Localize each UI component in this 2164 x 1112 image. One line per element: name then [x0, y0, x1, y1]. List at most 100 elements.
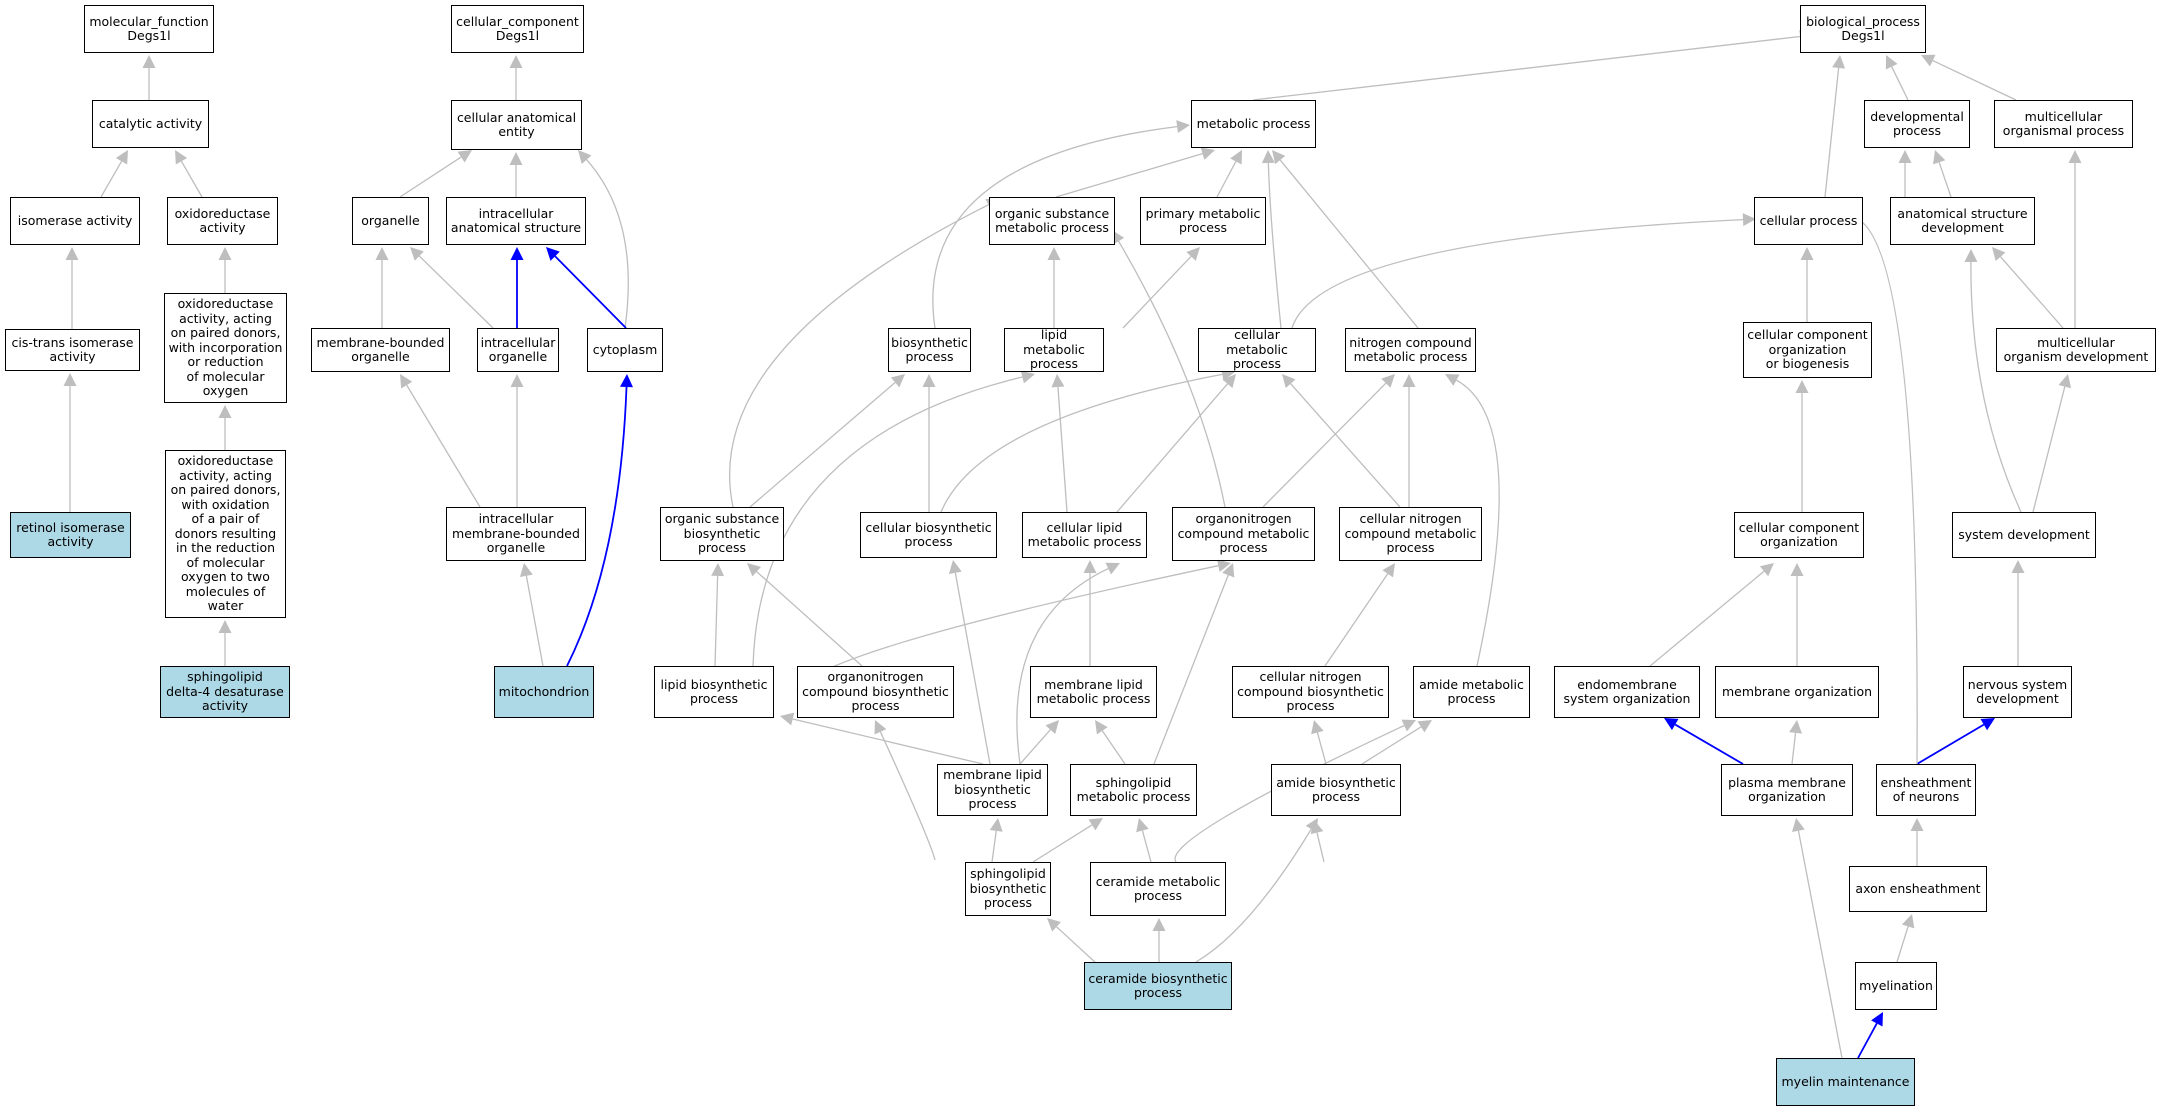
node-developmental-process[interactable]: developmental process — [1864, 100, 1970, 148]
node-axon-ensheathment[interactable]: axon ensheathment — [1849, 866, 1987, 912]
edge-line — [1056, 926, 1098, 965]
node-cellular-nitrogen-compound-metabolic-process[interactable]: cellular nitrogen compound metabolic pro… — [1339, 507, 1482, 561]
edge-arrowhead — [1186, 247, 1200, 261]
node-membrane-lipid-metabolic-process[interactable]: membrane lipid metabolic process — [1030, 666, 1157, 718]
edge-arrowhead — [1901, 914, 1915, 929]
node-primary-metabolic-process[interactable]: primary metabolic process — [1140, 197, 1266, 245]
edge-arrowhead — [509, 152, 523, 165]
edge-line — [1791, 732, 1797, 765]
node-cellular-metabolic-process[interactable]: cellular metabolic process — [1198, 328, 1316, 372]
node-organonitrogen-compound-biosynthetic-process[interactable]: organonitrogen compound biosynthetic pro… — [797, 666, 954, 718]
node-lipid-metabolic-process[interactable]: lipid metabolic process — [1004, 328, 1104, 372]
node-intracellular-anatomical-structure[interactable]: intracellular anatomical structure — [446, 197, 586, 245]
edge-line — [1316, 732, 1327, 765]
node-molecular-function[interactable]: molecular_function Degs1l — [84, 5, 214, 53]
node-myelination[interactable]: myelination — [1855, 962, 1937, 1010]
node-oxidoreductase-paired-donors-oxygen[interactable]: oxidoreductase activity, acting on paire… — [164, 293, 287, 403]
edge-arrowhead — [1282, 374, 1296, 389]
edge-line — [1674, 723, 1744, 765]
edge-line — [2032, 386, 2066, 513]
node-organonitrogen-compound-metabolic-process[interactable]: organonitrogen compound metabolic proces… — [1172, 507, 1315, 561]
node-sphingolipid-metabolic-process[interactable]: sphingolipid metabolic process — [1070, 764, 1197, 816]
node-membrane-bounded-organelle[interactable]: membrane-bounded organelle — [311, 328, 450, 372]
edge-line — [1153, 574, 1229, 765]
edge-arrowhead — [1790, 563, 1804, 576]
edge-arrowhead — [1088, 818, 1103, 831]
node-biosynthetic-process[interactable]: biosynthetic process — [888, 328, 971, 372]
node-cellular-lipid-metabolic-process[interactable]: cellular lipid metabolic process — [1022, 512, 1147, 558]
edge-line — [1267, 162, 1282, 329]
edge-line — [1216, 161, 1237, 198]
node-anatomical-structure-development[interactable]: anatomical structure development — [1890, 197, 2035, 245]
node-organic-substance-metabolic-process[interactable]: organic substance metabolic process — [989, 197, 1115, 245]
node-membrane-lipid-biosynthetic-process[interactable]: membrane lipid biosynthetic process — [937, 764, 1048, 816]
edge-line — [1252, 35, 1801, 101]
node-amide-metabolic-process[interactable]: amide metabolic process — [1413, 666, 1530, 718]
edge-line — [1101, 730, 1126, 765]
edge-arrowhead — [1921, 54, 1936, 67]
edge-line — [1291, 218, 1744, 329]
node-sphingolipid-delta4-desaturase-activity[interactable]: sphingolipid delta-4 desaturase activity — [160, 666, 290, 718]
node-organic-substance-biosynthetic-process[interactable]: organic substance biosynthetic process — [660, 507, 784, 561]
node-cellular-component-organization[interactable]: cellular component organization — [1734, 512, 1864, 558]
edge-line — [1797, 830, 1843, 1059]
node-isomerase-activity[interactable]: isomerase activity — [10, 197, 140, 245]
node-system-development[interactable]: system development — [1952, 512, 2096, 558]
edge-arrowhead — [175, 150, 188, 165]
node-amide-biosynthetic-process[interactable]: amide biosynthetic process — [1271, 764, 1401, 816]
edge-line — [586, 159, 629, 329]
edge-arrowhead — [1176, 120, 1190, 134]
node-multicellular-organismal-process[interactable]: multicellular organismal process — [1994, 100, 2133, 148]
node-oxidoreductase-paired-donors-water[interactable]: oxidoreductase activity, acting on paire… — [165, 450, 286, 618]
edge-arrowhead — [142, 55, 156, 68]
node-ceramide-biosynthetic-process[interactable]: ceramide biosynthetic process — [1084, 962, 1232, 1010]
edge-arrowhead — [1305, 818, 1318, 833]
node-membrane-organization[interactable]: membrane organization — [1715, 666, 1879, 718]
node-metabolic-process[interactable]: metabolic process — [1191, 100, 1316, 148]
edge-arrowhead — [375, 247, 389, 260]
edge-arrowhead — [1216, 559, 1231, 573]
edge-arrowhead — [711, 563, 725, 577]
node-retinol-isomerase-activity[interactable]: retinol isomerase activity — [10, 512, 131, 558]
edge-line — [418, 255, 494, 329]
node-myelin-maintenance[interactable]: myelin maintenance — [1776, 1058, 1915, 1106]
node-oxidoreductase-activity[interactable]: oxidoreductase activity — [167, 197, 278, 245]
edge-line — [566, 386, 628, 667]
node-organelle[interactable]: organelle — [352, 197, 429, 245]
node-plasma-membrane-organization[interactable]: plasma membrane organization — [1721, 764, 1853, 816]
node-catalytic-activity[interactable]: catalytic activity — [92, 100, 209, 148]
node-multicellular-organism-development[interactable]: multicellular organism development — [1996, 328, 2156, 372]
edge-arrowhead — [509, 55, 523, 68]
node-nitrogen-compound-metabolic-process[interactable]: nitrogen compound metabolic process — [1345, 328, 1476, 372]
node-sphingolipid-biosynthetic-process[interactable]: sphingolipid biosynthetic process — [965, 862, 1051, 916]
edge-line — [1316, 832, 1325, 863]
node-ensheathment-of-neurons[interactable]: ensheathment of neurons — [1876, 764, 1976, 816]
node-biological-process[interactable]: biological_process Degs1l — [1800, 5, 1926, 53]
edge-line — [714, 575, 719, 667]
node-cis-trans-isomerase-activity[interactable]: cis-trans isomerase activity — [5, 329, 140, 371]
node-lipid-biosynthetic-process[interactable]: lipid biosynthetic process — [654, 666, 774, 718]
node-cellular-anatomical-entity[interactable]: cellular anatomical entity — [451, 100, 582, 150]
node-mitochondrion[interactable]: mitochondrion — [494, 666, 594, 718]
edge-line — [1916, 723, 1985, 765]
node-cellular-process[interactable]: cellular process — [1754, 197, 1863, 245]
edge-line — [1456, 379, 1500, 667]
edge-arrowhead — [1112, 230, 1125, 245]
node-nervous-system-development[interactable]: nervous system development — [1963, 666, 2072, 718]
node-cellular-component[interactable]: cellular_component Degs1l — [451, 5, 584, 53]
edge-arrowhead — [1020, 370, 1035, 384]
node-ceramide-metabolic-process[interactable]: ceramide metabolic process — [1090, 862, 1226, 916]
edge-arrowhead — [948, 560, 962, 574]
edge-line — [1262, 382, 1387, 508]
edge-line — [1118, 240, 1226, 508]
node-intracellular-organelle[interactable]: intracellular organelle — [477, 328, 559, 372]
node-cytoplasm[interactable]: cytoplasm — [587, 328, 663, 372]
edge-arrowhead — [747, 563, 762, 577]
node-cellular-nitrogen-compound-biosynthetic-process[interactable]: cellular nitrogen compound biosynthetic … — [1232, 666, 1389, 718]
edge-arrowhead — [1964, 249, 1978, 263]
node-cellular-component-organization-or-biogenesis[interactable]: cellular component organization or bioge… — [1743, 322, 1872, 378]
node-cellular-biosynthetic-process[interactable]: cellular biosynthetic process — [860, 512, 997, 558]
node-intracellular-membrane-bounded-organelle[interactable]: intracellular membrane-bounded organelle — [446, 507, 586, 561]
node-endomembrane-system-organization[interactable]: endomembrane system organization — [1554, 666, 1700, 718]
edge-arrowhead — [1047, 918, 1061, 932]
